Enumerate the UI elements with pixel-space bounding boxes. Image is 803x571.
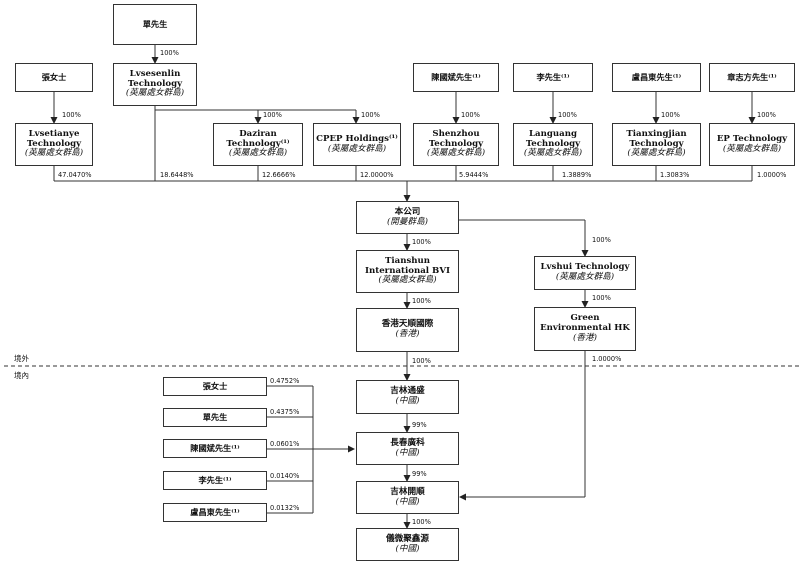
- holder-chen: 陳國斌先生⁽¹⁾: [163, 439, 267, 458]
- pct-daziran-company: 12.6666%: [262, 171, 296, 179]
- pct-chen-shenzhou: 100%: [461, 111, 480, 119]
- pct-cpep-company: 12.0000%: [360, 171, 394, 179]
- owner-li: 李先生⁽¹⁾: [513, 63, 593, 92]
- entity-lvsetianye: Lvsetianye Technology(英屬處女群島): [15, 123, 93, 166]
- pct-lvsesenlin-company: 18.6448%: [160, 171, 194, 179]
- pct-tongsheng-changchun: 99%: [412, 421, 427, 429]
- pct-changchun-kaishun: 99%: [412, 470, 427, 478]
- entity-daziran: Daziran Technology⁽¹⁾(英屬處女群島): [213, 123, 303, 166]
- owner-shan: 單先生: [113, 4, 197, 45]
- holder-lu: 盧昌東先生⁽¹⁾: [163, 503, 267, 522]
- holder-zhang: 張女士: [163, 377, 267, 396]
- pct-company-lvshui: 100%: [592, 236, 611, 244]
- owner-lu: 盧昌東先生⁽¹⁾: [612, 63, 701, 92]
- owner-zhangzf: 章志方先生⁽¹⁾: [709, 63, 795, 92]
- pct-zhang-lvsetianye: 100%: [62, 111, 81, 119]
- entity-green-hk: Green Environmental HK(香港): [534, 307, 636, 351]
- owner-chen: 陳國斌先生⁽¹⁾: [413, 63, 499, 92]
- entity-changchun: 長春廣科(中國): [356, 432, 459, 465]
- pct-ep-company: 1.0000%: [757, 171, 787, 179]
- pct-tianxingjian-company: 1.3083%: [660, 171, 690, 179]
- entity-tianshun: Tianshun International BVI(英屬處女群島): [356, 250, 459, 293]
- pct-hk-tongsheng: 100%: [412, 357, 431, 365]
- pct-shan-changchun: 0.4375%: [270, 408, 300, 416]
- entity-cpep: CPEP Holdings⁽¹⁾(英屬處女群島): [313, 123, 401, 166]
- entity-jilin-kaishun: 吉林開順(中國): [356, 481, 459, 514]
- pct-lvsetianye-company: 47.0470%: [58, 171, 92, 179]
- entity-tianxingjian: Tianxingjian Technology(英屬處女群島): [612, 123, 701, 166]
- entity-hk-tianshun: 香港天順國際(香港): [356, 308, 459, 352]
- pct-zhangzf-ep: 100%: [757, 111, 776, 119]
- pct-li-changchun: 0.0140%: [270, 472, 300, 480]
- pct-shan-lvsesenlin: 100%: [160, 49, 179, 57]
- entity-jilin-tongsheng: 吉林通盛(中國): [356, 380, 459, 414]
- pct-kaishun-yiwei: 100%: [412, 518, 431, 526]
- pct-lvsesenlin-daziran: 100%: [263, 111, 282, 119]
- entity-yiwei: 儀微聚鑫源(中國): [356, 528, 459, 561]
- pct-li-languang: 100%: [558, 111, 577, 119]
- holder-shan: 單先生: [163, 408, 267, 427]
- pct-zhang-changchun: 0.4752%: [270, 377, 300, 385]
- pct-chen-changchun: 0.0601%: [270, 440, 300, 448]
- pct-lvsesenlin-cpep: 100%: [361, 111, 380, 119]
- pct-lu-changchun: 0.0132%: [270, 504, 300, 512]
- pct-lu-tianxingjian: 100%: [661, 111, 680, 119]
- pct-tianshun-hk: 100%: [412, 297, 431, 305]
- entity-company: 本公司(開曼群島): [356, 201, 459, 234]
- entity-lvsesenlin: Lvsesenlin Technology(英屬處女群島): [113, 63, 197, 106]
- entity-ep: EP Technology(英屬處女群島): [709, 123, 795, 166]
- pct-lvshui-green: 100%: [592, 294, 611, 302]
- pct-shenzhou-company: 5.9444%: [459, 171, 489, 179]
- owner-zhang: 張女士: [15, 63, 93, 92]
- zone-onshore: 境內: [14, 371, 29, 380]
- pct-green-kaishun: 1.0000%: [592, 355, 622, 363]
- pct-company-tianshun: 100%: [412, 238, 431, 246]
- entity-shenzhou: Shenzhou Technology(英屬處女群島): [413, 123, 499, 166]
- pct-languang-company: 1.3889%: [562, 171, 592, 179]
- entity-languang: Languang Technology(英屬處女群島): [513, 123, 593, 166]
- holder-li: 李先生⁽¹⁾: [163, 471, 267, 490]
- entity-lvshui: Lvshui Technology(英屬處女群島): [534, 256, 636, 290]
- zone-offshore: 境外: [14, 354, 29, 363]
